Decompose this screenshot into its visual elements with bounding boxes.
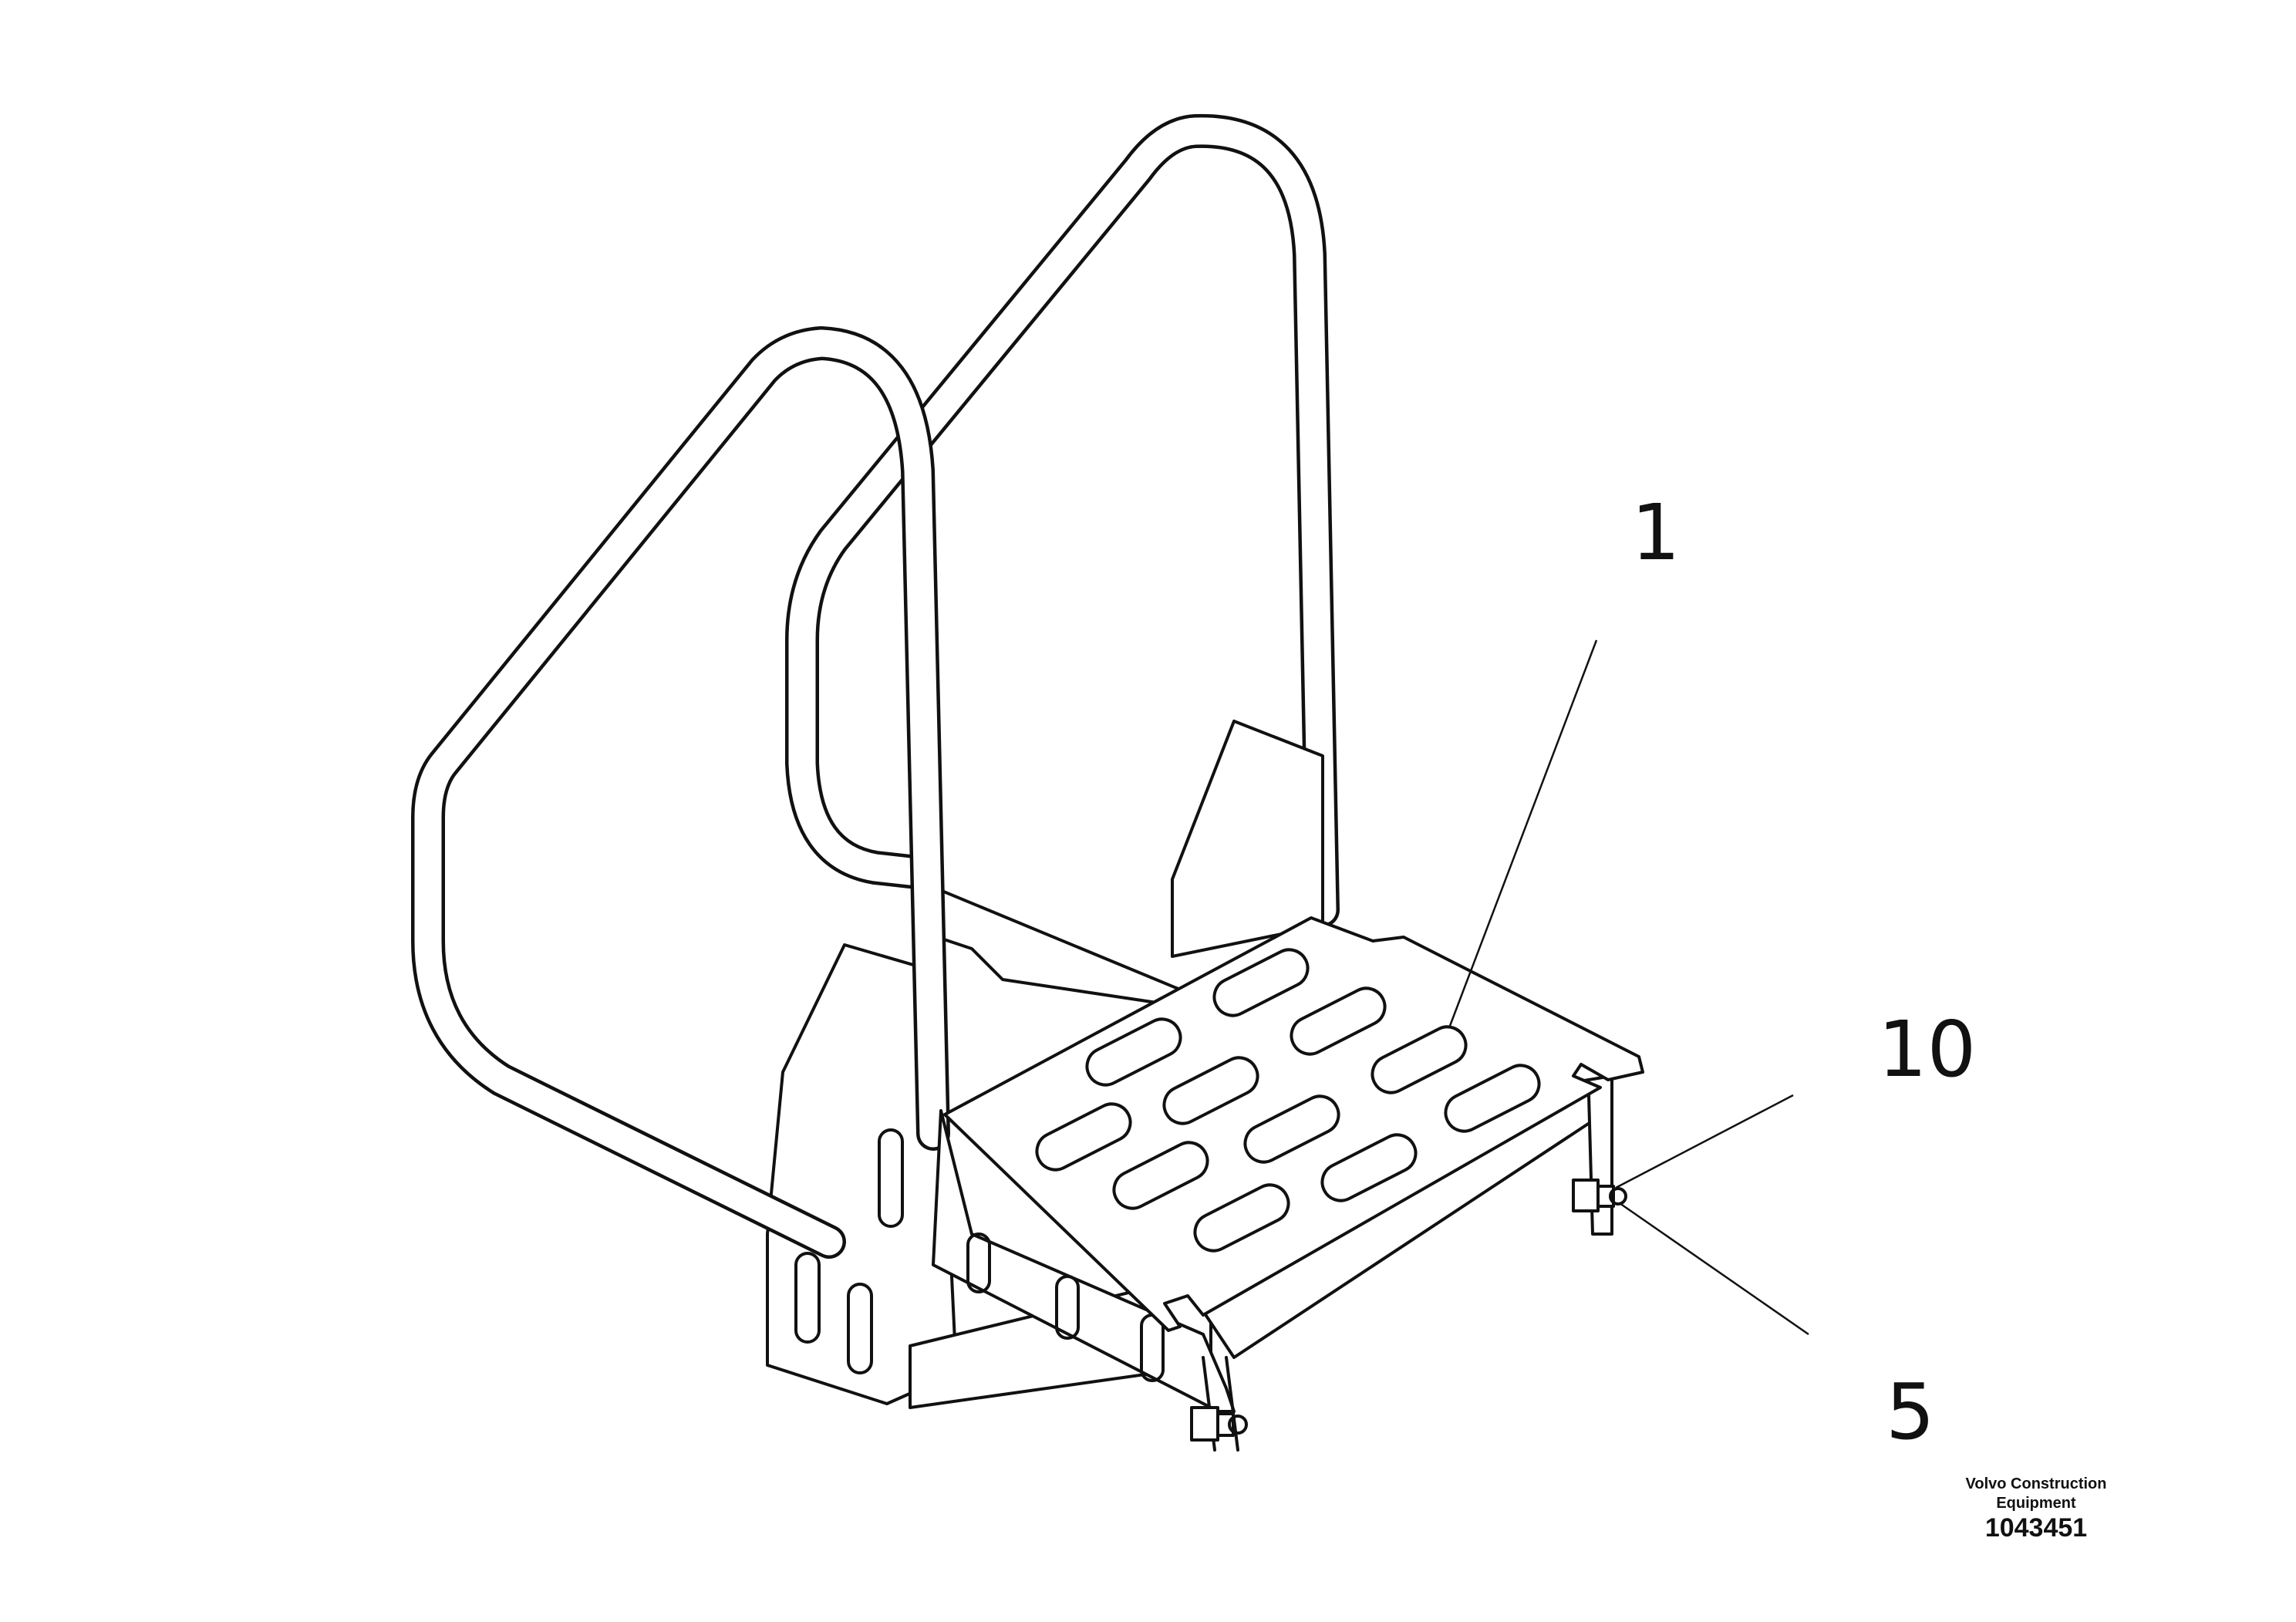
drawing-caption: Volvo Construction Equipment 1043451 xyxy=(1928,1475,2144,1543)
callout-10: 10 xyxy=(1878,1004,1976,1094)
fastener-left xyxy=(1190,1406,1248,1442)
step-tread xyxy=(943,916,1644,1332)
callout-5: 5 xyxy=(1886,1367,1935,1457)
leader-line-5 xyxy=(1619,1202,1809,1336)
leader-line-1 xyxy=(1448,639,1598,1027)
caption-company-line1: Volvo Construction xyxy=(1965,1475,2107,1492)
fastener-right xyxy=(1572,1179,1627,1212)
left-support-bracket xyxy=(766,943,1212,1409)
front-handrail xyxy=(411,326,950,1259)
drawing-number: 1043451 xyxy=(1984,1513,2088,1543)
callout-1: 1 xyxy=(1631,487,1681,578)
caption-company-line2: Equipment xyxy=(1996,1495,2076,1512)
leader-line-10 xyxy=(1615,1094,1794,1189)
tread-slots xyxy=(1035,948,1541,1253)
rear-handrail xyxy=(785,113,1340,927)
